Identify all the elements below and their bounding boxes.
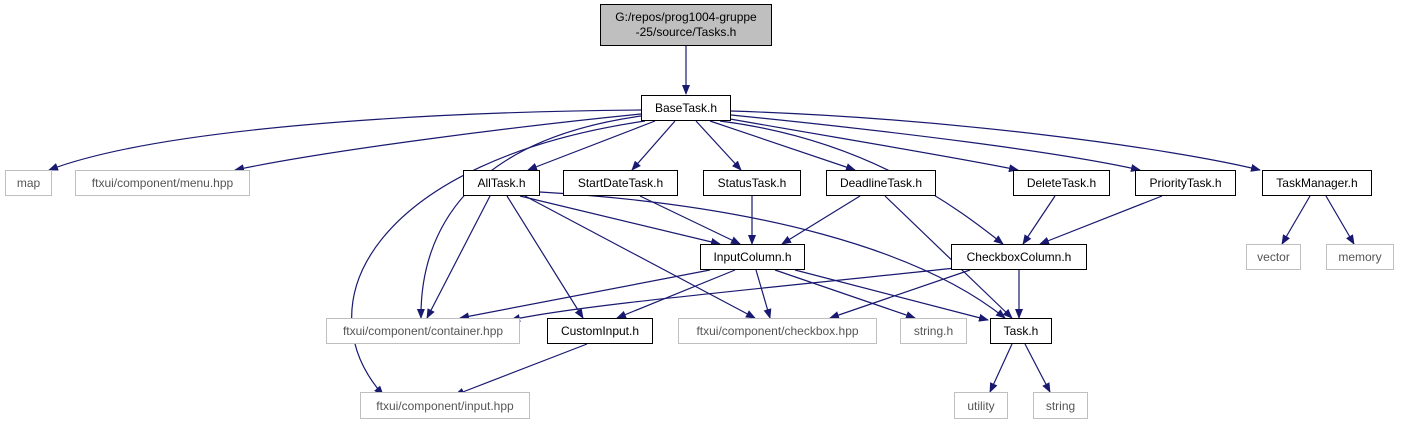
node-tasks-h-line2: -25/source/Tasks.h <box>635 25 737 39</box>
edge-taskmanager-memory <box>1325 195 1355 245</box>
edge-taskmanager-vector <box>1281 195 1311 245</box>
edge-delete-checkboxcolumn <box>1022 195 1056 245</box>
node-prioritytask[interactable]: PriorityTask.h <box>1135 170 1236 196</box>
node-startdatetask[interactable]: StartDateTask.h <box>563 170 678 196</box>
edge-basetask-delete <box>729 118 1019 173</box>
node-checkboxcolumn[interactable]: CheckboxColumn.h <box>951 244 1087 270</box>
edge-alltask-inputcolumn <box>519 195 721 246</box>
edge-checkboxcolumn-container <box>510 267 956 322</box>
edge-task-utility <box>989 343 1013 393</box>
node-vector[interactable]: vector <box>1246 244 1301 270</box>
edge-basetask-menu <box>234 113 642 173</box>
node-deletetask[interactable]: DeleteTask.h <box>1013 170 1110 196</box>
edge-basetask-startdate <box>631 120 676 171</box>
node-inputcolumn[interactable]: InputColumn.h <box>700 244 805 270</box>
node-tasks-h-line1: G:/repos/prog1004-gruppe <box>615 10 757 24</box>
edge-startdate-inputcolumn <box>639 195 741 245</box>
edge-inputcolumn-checkbox <box>755 269 772 319</box>
edge-basetask-alltask <box>527 120 656 171</box>
edge-custominput-input <box>454 343 588 396</box>
node-statustask[interactable]: StatusTask.h <box>703 170 801 196</box>
edge-basetask-map <box>48 109 642 171</box>
node-memory[interactable]: memory <box>1326 244 1394 270</box>
edge-basetask-deadline <box>709 120 856 171</box>
edge-alltask-custominput <box>506 195 584 319</box>
edge-deadline-task <box>884 195 1013 319</box>
node-string-h[interactable]: string.h <box>900 318 967 344</box>
node-string[interactable]: string <box>1033 392 1088 419</box>
edge-alltask-container <box>426 195 491 319</box>
node-basetask[interactable]: BaseTask.h <box>641 95 731 121</box>
edge-priority-checkboxcolumn <box>1039 195 1163 245</box>
edge-inputcolumn-custominput <box>616 269 736 319</box>
edge-task-string <box>1024 343 1051 393</box>
node-taskmanager[interactable]: TaskManager.h <box>1262 170 1372 196</box>
node-task[interactable]: Task.h <box>990 318 1052 344</box>
edge-inputcolumn-string_h <box>774 269 916 319</box>
edge-alltask-task <box>539 191 1006 319</box>
node-deadlinetask[interactable]: DeadlineTask.h <box>826 170 936 196</box>
edge-inputcolumn-container <box>459 269 711 321</box>
edge-alltask-checkbox <box>524 195 756 319</box>
node-checkbox-hpp[interactable]: ftxui/component/checkbox.hpp <box>678 318 877 344</box>
edge-deadline-inputcolumn <box>781 195 861 245</box>
node-menu-hpp[interactable]: ftxui/component/menu.hpp <box>75 170 250 196</box>
node-alltask[interactable]: AllTask.h <box>463 170 540 196</box>
edge-basetask-taskmanager <box>730 110 1261 172</box>
edge-inputcolumn-task <box>794 269 989 322</box>
node-utility[interactable]: utility <box>954 392 1008 419</box>
node-custominput[interactable]: CustomInput.h <box>547 318 653 344</box>
edge-basetask-priority <box>730 114 1141 172</box>
node-map[interactable]: map <box>5 170 52 196</box>
node-tasks-h[interactable]: G:/repos/prog1004-gruppe -25/source/Task… <box>600 4 772 46</box>
edge-checkboxcolumn-checkbox <box>829 269 971 319</box>
edge-basetask-status <box>695 120 742 171</box>
edge-basetask-input <box>351 120 646 396</box>
node-container-hpp[interactable]: ftxui/component/container.hpp <box>326 318 520 344</box>
node-input-hpp[interactable]: ftxui/component/input.hpp <box>360 392 530 419</box>
